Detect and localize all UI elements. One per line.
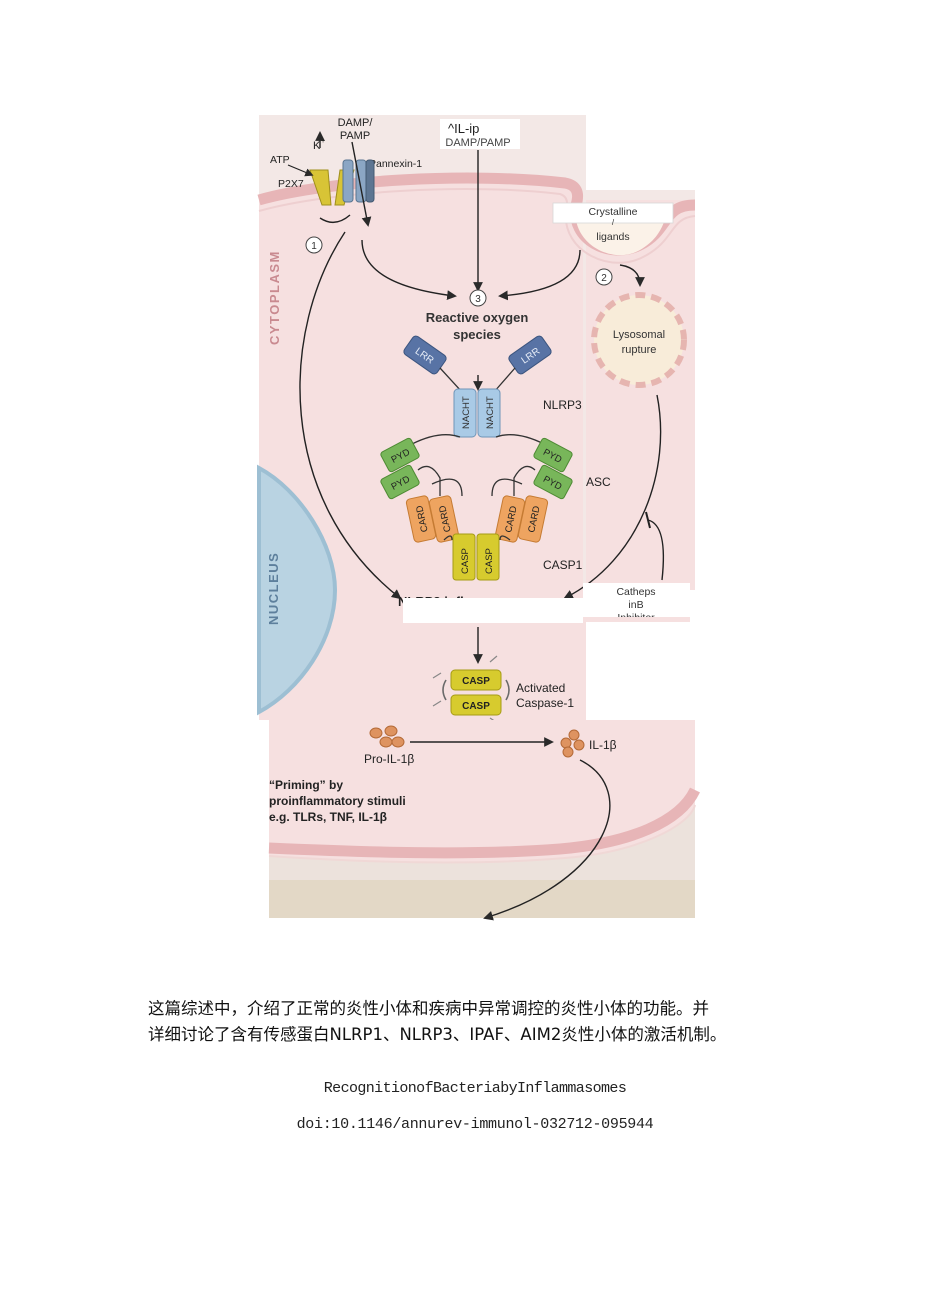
pro-il1b-cluster xyxy=(369,725,405,748)
lysosome xyxy=(591,292,687,388)
pro-il1b-label: Pro-IL-1β xyxy=(364,752,414,766)
ros-label-2: species xyxy=(453,327,501,342)
crystalline-label: Crystalline xyxy=(588,206,637,218)
activated-caspase: CASP CASP xyxy=(432,655,510,723)
lower-membrane xyxy=(268,787,700,859)
upper-panel: Crystalline / ligands NUCLEUS CYTOPLASM … xyxy=(257,115,696,723)
damp-pamp-left-label: DAMP/ xyxy=(338,117,374,129)
nacht-right-label: NACHT xyxy=(485,396,496,429)
il-ip-label: ^IL-ip xyxy=(448,121,479,136)
cathepsin-label: Catheps xyxy=(616,586,655,598)
k-plus-superscript: + xyxy=(321,138,325,145)
pannexin-label: Pannexin-1 xyxy=(369,158,422,170)
nacht-left-label: NACHT xyxy=(461,396,472,429)
card-left: CARD CARD xyxy=(405,495,460,543)
rupture-label: rupture xyxy=(622,344,657,356)
casp-domain: CASP CASP xyxy=(452,533,500,581)
lrr-left: LRR xyxy=(403,335,447,375)
nucleus-label: NUCLEUS xyxy=(266,552,281,625)
crystalline-slash: / xyxy=(612,218,615,227)
chinese-caption: 这篇综述中，介绍了正常的炎性小体和疾病中异常调控的炎性小体的功能。并 详细讨论了… xyxy=(148,996,828,1048)
step-3-label: 3 xyxy=(475,294,481,305)
il1b-cluster xyxy=(560,729,585,758)
lysosomal-label: Lysosomal xyxy=(613,329,665,341)
nacht-domain: NACHT NACHT xyxy=(453,388,501,438)
caption-line-2: 详细讨论了含有传感蛋白NLRP1、NLRP3、IPAF、AIM2炎性小体的激活机… xyxy=(148,1025,727,1044)
cathepsin-label-2: inB xyxy=(628,599,643,611)
casp-left-label: CASP xyxy=(460,548,471,574)
caspase-1-label: Caspase-1 xyxy=(516,696,574,710)
caption-line-1: 这篇综述中，介绍了正常的炎性小体和疾病中异常调控的炎性小体的功能。并 xyxy=(148,999,709,1018)
reference-title: RecognitionofBacteriabyInflammasomes xyxy=(323,1080,627,1097)
cytoplasm-region xyxy=(259,177,583,600)
lower-panel: Pro-IL-1β IL-1β “Priming” by proinflamma… xyxy=(268,720,700,921)
nlrp3-inflammasome-figure: Crystalline / ligands NUCLEUS CYTOPLASM … xyxy=(257,115,700,921)
pyd-left: PYD PYD xyxy=(380,437,420,500)
priming-label-3: e.g. TLRs, TNF, IL-1β xyxy=(269,810,387,824)
priming-label-2: proinflammatory stimuli xyxy=(269,794,406,808)
ligands-label: ligands xyxy=(596,231,629,243)
activated-casp-bottom-label: CASP xyxy=(462,701,490,712)
casp1-label: CASP1 xyxy=(543,558,583,572)
damp-pamp-top-label: DAMP/PAMP xyxy=(445,137,510,149)
il1b-label: IL-1β xyxy=(589,738,617,752)
card-right: CARD CARD xyxy=(494,495,549,543)
nucleus xyxy=(257,464,338,716)
pannexin-channel xyxy=(342,159,375,203)
pyd-right: PYD PYD xyxy=(533,437,573,500)
p2x7-label: P2X7 xyxy=(278,178,304,190)
priming-label: “Priming” by xyxy=(269,778,343,792)
activated-casp-top-label: CASP xyxy=(462,676,490,687)
k-plus-label: K xyxy=(313,140,321,152)
activated-caspase-label: Activated xyxy=(516,681,565,695)
damp-pamp-left-label-2: PAMP xyxy=(340,130,370,142)
ros-label: Reactive oxygen xyxy=(426,310,529,325)
atp-label: ATP xyxy=(270,154,290,166)
asc-label: ASC xyxy=(586,475,611,489)
nlrp3-label: NLRP3 xyxy=(543,398,582,412)
casp-right-label: CASP xyxy=(484,548,495,574)
lrr-right: LRR xyxy=(508,335,552,375)
reference-doi: doi:10.1146/annurev-immunol-032712-09594… xyxy=(296,1116,654,1133)
step-1-label: 1 xyxy=(311,241,317,252)
step-2-label: 2 xyxy=(601,273,607,284)
cytoplasm-label: CYTOPLASM xyxy=(267,250,282,345)
